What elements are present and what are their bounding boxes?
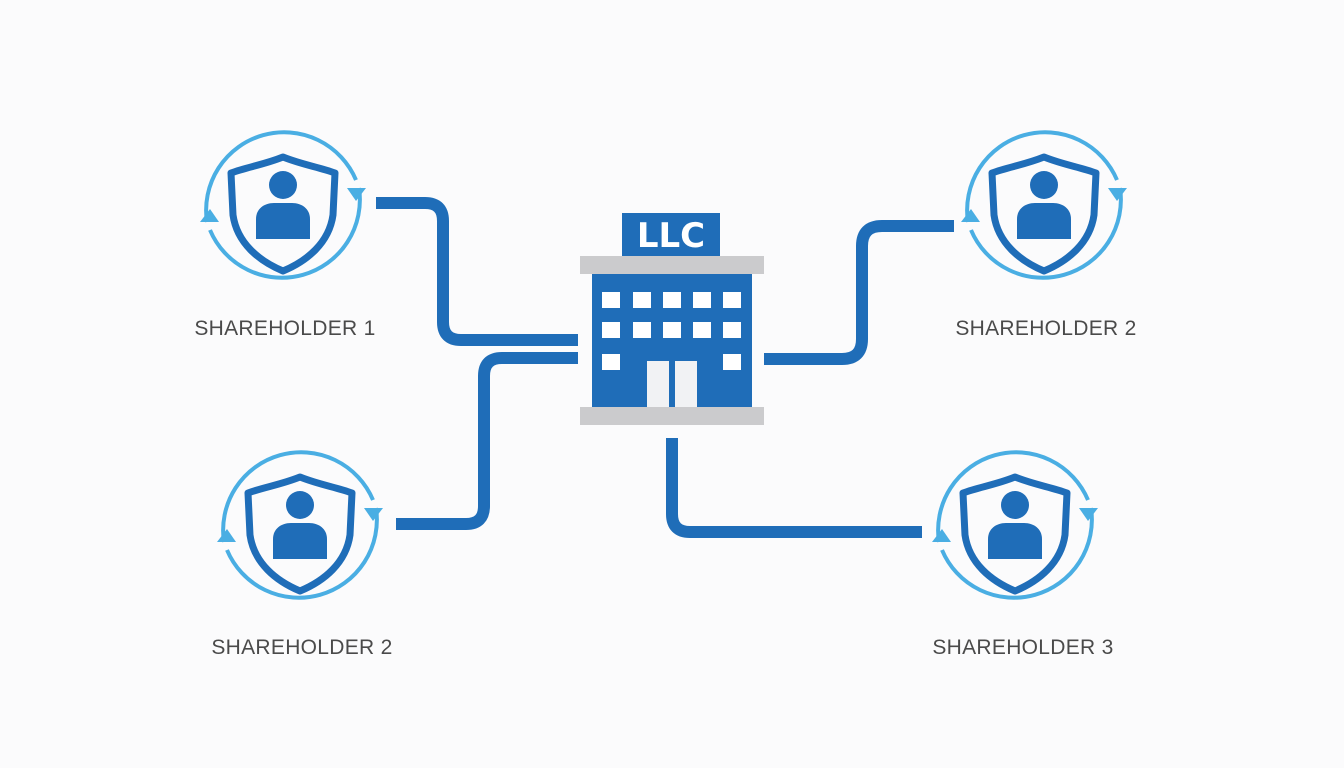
shareholder-1-label: SHAREHOLDER 1 <box>194 317 376 340</box>
llc-sign <box>622 213 720 256</box>
shareholder-2-right-label: SHAREHOLDER 2 <box>955 317 1137 340</box>
shareholder-3-icon <box>932 450 1098 600</box>
connectors <box>376 197 954 538</box>
building-roof <box>580 256 764 274</box>
building-windows <box>602 292 741 370</box>
connector-shareholder-2-left <box>396 352 578 530</box>
shareholder-1-icon <box>200 130 366 280</box>
connector-shareholder-1 <box>376 197 578 346</box>
shareholder-2-left-label: SHAREHOLDER 2 <box>211 636 393 659</box>
building-door-right <box>675 361 697 407</box>
building-base <box>580 407 764 425</box>
connector-shareholder-2-right <box>764 220 954 365</box>
shareholder-2-left-icon <box>217 450 383 600</box>
llc-sign-label: LLC <box>637 216 705 256</box>
shareholder-2-right-icon <box>961 130 1127 280</box>
connector-shareholder-3 <box>666 438 922 538</box>
shareholder-3-label: SHAREHOLDER 3 <box>932 636 1114 659</box>
office-building-icon: LLC <box>580 213 764 425</box>
building-door-left <box>647 361 669 407</box>
